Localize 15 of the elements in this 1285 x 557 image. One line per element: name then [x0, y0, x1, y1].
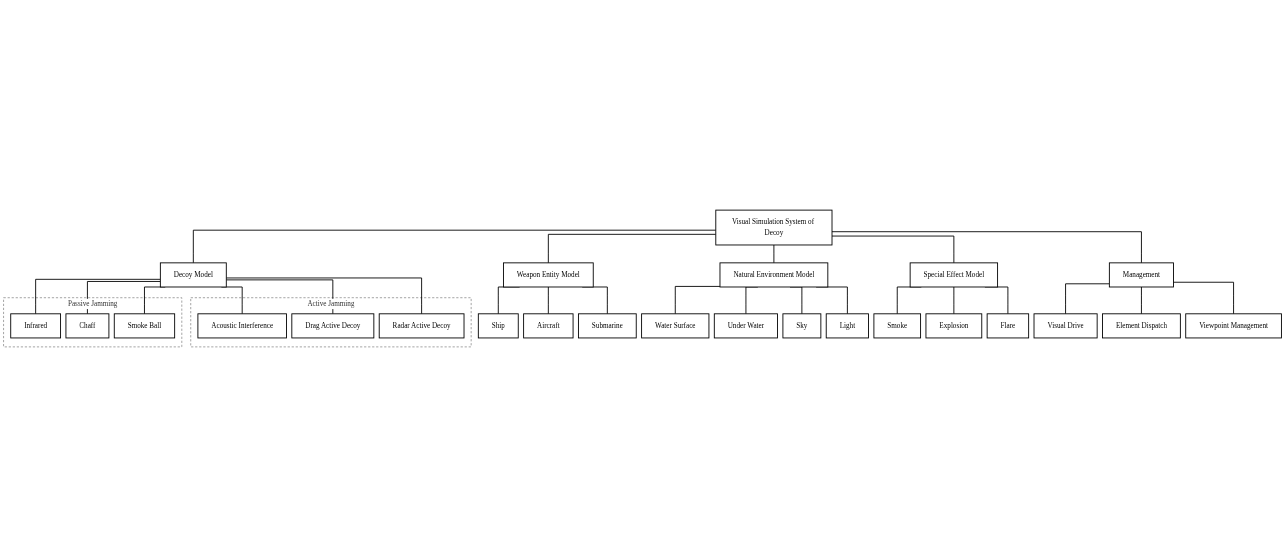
connector	[547, 286, 549, 315]
connector	[1065, 283, 1110, 315]
connector	[831, 231, 1142, 264]
connector	[773, 244, 775, 264]
connector	[225, 279, 334, 315]
connector	[547, 233, 717, 264]
connector	[831, 235, 955, 264]
connector	[674, 285, 721, 315]
connector	[86, 281, 161, 315]
connector	[35, 278, 161, 315]
connector	[192, 229, 717, 264]
connector	[1141, 286, 1142, 315]
connector	[225, 277, 423, 315]
connector	[1173, 281, 1234, 315]
connector	[953, 286, 955, 315]
